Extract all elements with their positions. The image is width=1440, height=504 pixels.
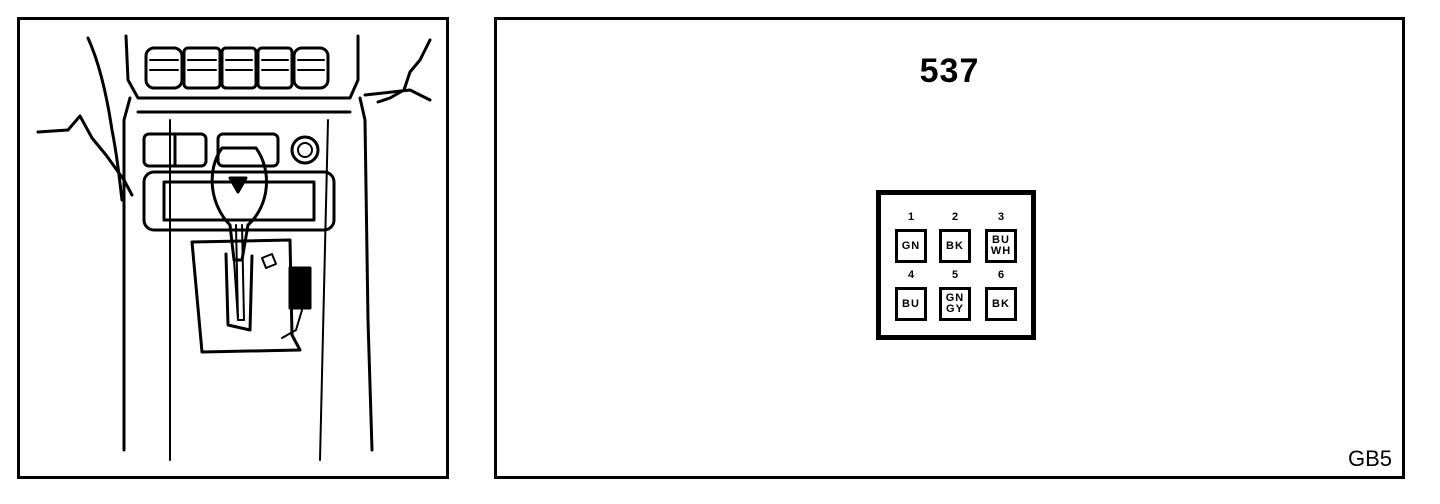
pin-5-wire-color-1: GN [945, 292, 965, 304]
pin-4: BU [895, 287, 927, 321]
vent-mid-right [256, 46, 294, 90]
pin-number-1: 1 [907, 211, 915, 223]
location-illustration-panel [17, 17, 449, 479]
pin-1-wire-color: GN [901, 239, 921, 252]
pin-3: BU WH [985, 229, 1017, 263]
pin-3-wire-color-1: BU [992, 234, 1010, 246]
vent-left [144, 46, 184, 90]
switch-block-center [216, 132, 280, 168]
console-sides [122, 96, 374, 452]
pin-3-wire-color-2: WH [990, 245, 1012, 257]
shifter-lock-symbol [261, 253, 277, 269]
connector-537-location-marker [288, 266, 312, 310]
connector-face-panel: 537 1 GN 2 BK 3 BU WH 4 BU 5 GN GY 6 BK … [494, 17, 1405, 479]
hazard-knob [290, 135, 320, 165]
pin-number-2: 2 [951, 211, 959, 223]
shifter-slot [224, 252, 254, 332]
pin-2: BK [939, 229, 971, 263]
pin-number-3: 3 [997, 211, 1005, 223]
dash-left-wire [36, 114, 134, 197]
dash-right-edge [363, 88, 432, 102]
console-inner-lines [169, 119, 329, 461]
pin-number-6: 6 [997, 269, 1005, 281]
vent-right [292, 46, 330, 90]
upper-console [124, 34, 360, 100]
gear-lever-button [228, 176, 248, 194]
dash-right-wire [376, 38, 432, 104]
dash-left-contour [86, 36, 124, 202]
pin-number-5: 5 [951, 269, 959, 281]
pin-1: GN [895, 229, 927, 263]
pin-number-4: 4 [907, 269, 915, 281]
connector-number: 537 [919, 52, 980, 90]
center-console-illustration [36, 34, 432, 461]
pin-5: GN GY [939, 287, 971, 321]
radio-frame [142, 170, 336, 232]
pin-2-wire-color: BK [946, 239, 964, 252]
shifter-gate [233, 259, 245, 321]
shifter-surround [190, 238, 302, 354]
pin-5-wire-color-2: GY [946, 303, 964, 315]
pin-4-wire-color: BU [902, 297, 920, 310]
connector-housing: 1 GN 2 BK 3 BU WH 4 BU 5 GN GY 6 BK [876, 190, 1036, 340]
vent-mid-left [182, 46, 222, 90]
page-code: GB5 [1347, 446, 1392, 471]
connector-harness [281, 309, 303, 339]
hazard-knob-inner [297, 142, 313, 158]
pin-6: BK [985, 287, 1017, 321]
pin-6-wire-color: BK [992, 297, 1010, 310]
vent-slats [149, 59, 325, 71]
vent-mid [220, 46, 258, 90]
